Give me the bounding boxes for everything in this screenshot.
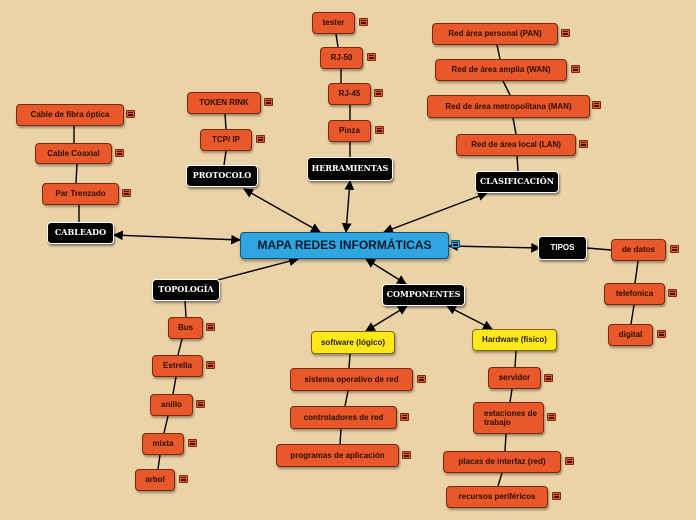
- subtopic-man[interactable]: Red de área metropolitana (MAN): [427, 95, 590, 118]
- subtopic-recursos-perifericos[interactable]: recursos periféricos: [446, 486, 548, 508]
- connector-herramientas: [341, 180, 355, 233]
- note-icon[interactable]: [451, 240, 460, 248]
- note-icon[interactable]: [571, 65, 580, 73]
- subtopic-bus[interactable]: Bus: [168, 317, 203, 339]
- note-icon[interactable]: [657, 330, 666, 338]
- subtopic-tcp-ip[interactable]: TCP/ IP: [200, 129, 252, 151]
- topic-protocolo[interactable]: PROTOCOLO: [186, 165, 258, 187]
- note-icon[interactable]: [544, 374, 553, 382]
- connector-componentes: [365, 258, 407, 285]
- topic-tipos[interactable]: TIPOS: [538, 236, 587, 260]
- subtopic-rj45[interactable]: RJ-45: [328, 83, 371, 105]
- subtopic-tester[interactable]: tester: [312, 12, 355, 34]
- subtopic-estaciones-trabajo[interactable]: estaciones de trabajo: [473, 402, 544, 434]
- topic-topologia[interactable]: TOPOLOGÍA: [152, 279, 220, 301]
- subtopic-telefonica[interactable]: telefonica: [604, 283, 665, 305]
- subtopic-programas[interactable]: programas de aplicación: [276, 444, 399, 467]
- note-icon[interactable]: [417, 375, 426, 383]
- subtopic-arbol[interactable]: arbol: [135, 469, 175, 491]
- note-icon[interactable]: [256, 135, 265, 143]
- note-icon[interactable]: [670, 245, 679, 253]
- subtopic-digital[interactable]: digital: [608, 324, 653, 346]
- note-icon[interactable]: [264, 98, 273, 106]
- subtopic-de-datos[interactable]: de datos: [611, 239, 666, 261]
- note-icon[interactable]: [196, 400, 205, 408]
- subtopic-pan[interactable]: Red área personal (PAN): [432, 23, 558, 45]
- subtopic-mixta[interactable]: mixta: [142, 433, 184, 455]
- note-icon[interactable]: [206, 361, 215, 369]
- central-topic[interactable]: MAPA REDES INFORMÁTICAS: [240, 232, 449, 259]
- note-icon[interactable]: [179, 475, 188, 483]
- note-icon[interactable]: [402, 451, 411, 459]
- subtopic-software[interactable]: software (lógico): [311, 331, 395, 354]
- subtopic-placas-interfaz[interactable]: placas de interfaz (red): [443, 451, 561, 473]
- connector-cableado: [113, 230, 241, 245]
- central-topic-label: MAPA REDES INFORMÁTICAS: [257, 237, 432, 252]
- note-icon[interactable]: [188, 439, 197, 447]
- note-icon[interactable]: [579, 140, 588, 148]
- note-icon[interactable]: [374, 89, 383, 97]
- subtopic-anillo[interactable]: anillo: [150, 394, 193, 416]
- connector-hardware: [446, 305, 493, 330]
- subtopic-servidor[interactable]: servidor: [488, 367, 541, 389]
- subtopic-controladores[interactable]: controladores de red: [290, 406, 397, 429]
- topic-herramientas[interactable]: HERRAMIENTAS: [307, 157, 393, 181]
- note-icon[interactable]: [115, 149, 124, 157]
- connector-tipos: [448, 241, 541, 253]
- subtopic-sistema-operativo[interactable]: sistema operativo de red: [290, 368, 413, 391]
- note-icon[interactable]: [122, 189, 131, 197]
- topic-componentes[interactable]: COMPONENTES: [382, 284, 465, 306]
- connector-protocolo: [243, 188, 321, 233]
- note-icon[interactable]: [552, 492, 561, 500]
- note-icon[interactable]: [400, 413, 409, 421]
- subtopic-rj50[interactable]: RJ-50: [320, 47, 363, 69]
- subtopic-pinza[interactable]: Pinza: [328, 120, 371, 142]
- subtopic-wan[interactable]: Red de área amplia (WAN): [435, 59, 567, 81]
- subtopic-estrella[interactable]: Estrella: [152, 355, 203, 377]
- subtopic-token-rink[interactable]: TOKEN RINK: [187, 92, 261, 114]
- note-icon[interactable]: [367, 53, 376, 61]
- note-icon[interactable]: [206, 323, 215, 331]
- connector-clasificacion: [383, 191, 488, 234]
- note-icon[interactable]: [359, 18, 368, 26]
- subtopic-cable-fibra-optica[interactable]: Cable de fibra óptica: [16, 104, 124, 126]
- subtopic-lan[interactable]: Red de área local (LAN): [456, 134, 576, 156]
- topic-clasificacion[interactable]: CLASIFICACIÓN: [475, 171, 559, 193]
- subtopic-hardware[interactable]: Hardware (físico): [472, 329, 557, 351]
- note-icon[interactable]: [126, 110, 135, 118]
- note-icon[interactable]: [668, 289, 677, 297]
- note-icon[interactable]: [547, 413, 556, 421]
- topic-cableado[interactable]: CABLEADO: [47, 222, 114, 244]
- subtopic-par-trenzado[interactable]: Par Trenzado: [42, 183, 119, 205]
- note-icon[interactable]: [565, 457, 574, 465]
- note-icon[interactable]: [561, 29, 570, 37]
- note-icon[interactable]: [375, 126, 384, 134]
- subtopic-cable-coaxial[interactable]: Cable Coaxial: [35, 143, 112, 164]
- connector-software: [365, 305, 408, 332]
- note-icon[interactable]: [592, 101, 601, 109]
